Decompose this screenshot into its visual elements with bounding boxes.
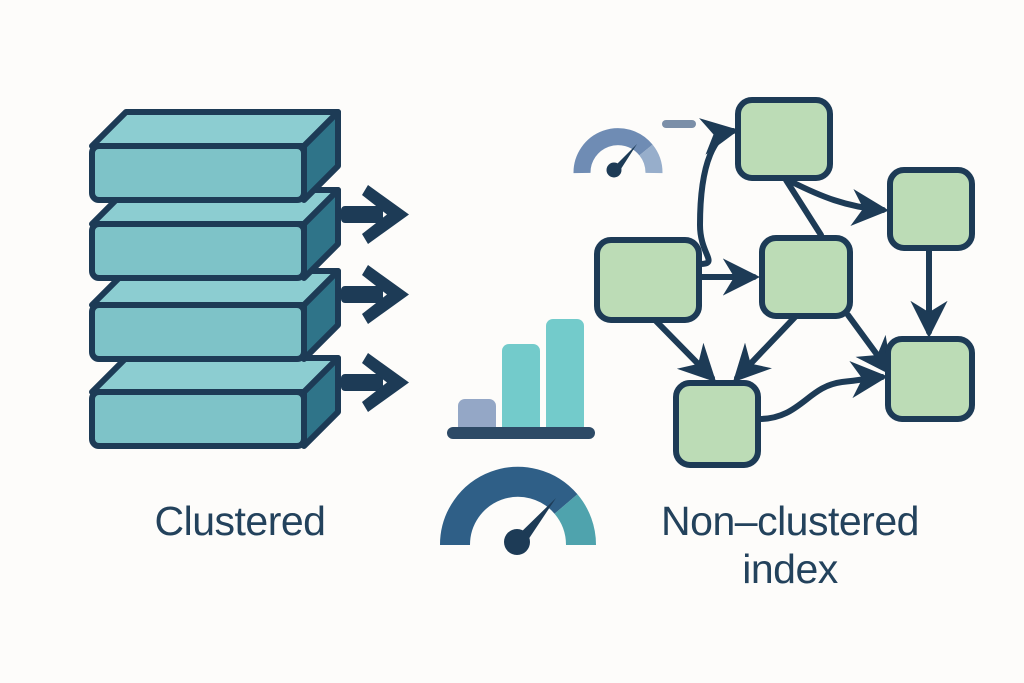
slab-2: [89, 187, 341, 281]
edge-n4-n5: [732, 314, 798, 383]
edge-n1-n5: [652, 317, 717, 383]
slab-1: [89, 109, 341, 203]
clustered-label: Clustered: [154, 498, 326, 544]
index-graph-edges: [652, 118, 948, 422]
edge-n2-n3: [789, 179, 889, 227]
edge-n5-n6: [756, 361, 888, 422]
stack-arrows: [341, 185, 409, 412]
slab-4: [89, 355, 341, 449]
bar-1: [458, 399, 496, 435]
bar-3: [546, 319, 584, 435]
index-node-top-right[interactable]: [887, 167, 975, 251]
gauge-hub: [504, 529, 530, 555]
edge-n2-n4: [783, 177, 824, 238]
index-node-left[interactable]: [594, 237, 702, 323]
stack-arrow-3: [341, 353, 409, 412]
index-node-center[interactable]: [759, 235, 853, 319]
performance-bar-chart: [447, 319, 595, 439]
stack-arrow-1: [341, 185, 409, 244]
index-node-bottom-right[interactable]: [885, 336, 975, 422]
slab-3: [89, 268, 341, 362]
non-clustered-index-label: Non–clustered index: [661, 498, 919, 593]
stack-arrow-2: [341, 265, 409, 324]
performance-gauge-large: [439, 466, 597, 555]
gauge-small-hub: [606, 162, 622, 178]
index-node-top[interactable]: [735, 97, 833, 181]
index-graph-nodes: [594, 97, 975, 468]
performance-gauge-small: [573, 128, 663, 178]
index-node-bottom[interactable]: [673, 380, 761, 468]
bar-2: [502, 344, 540, 435]
bar-chart-baseline: [447, 427, 595, 439]
dash-mark: [662, 120, 696, 128]
clustered-stack: [89, 109, 341, 449]
edge-n1-n2: [696, 118, 739, 267]
